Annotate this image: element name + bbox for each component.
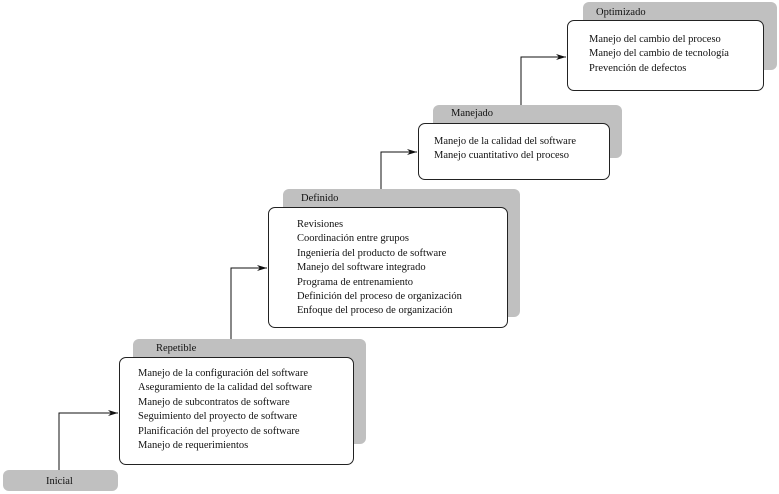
arrow-inicial-to-repetible bbox=[58, 410, 118, 470]
kpa-item: Enfoque del proceso de organización bbox=[297, 305, 453, 317]
kpa-item: Manejo del cambio de tecnología bbox=[589, 48, 729, 60]
level-definido-title: Definido bbox=[301, 193, 339, 204]
kpa-item: Manejo del software integrado bbox=[297, 262, 426, 274]
kpa-item: Programa de entrenamiento bbox=[297, 276, 414, 288]
kpa-item: Seguimiento del proyecto de software bbox=[138, 411, 298, 423]
kpa-item: Aseguramiento de la calidad del software bbox=[138, 382, 313, 394]
level-definido-box bbox=[268, 207, 508, 328]
kpa-item: Manejo del cambio del proceso bbox=[589, 34, 721, 45]
kpa-item: Manejo de la calidad del software bbox=[434, 136, 576, 147]
kpa-item: Manejo de requerimientos bbox=[138, 439, 249, 451]
kpa-item: Manejo de subcontratos de software bbox=[138, 396, 290, 408]
arrow-definido-to-manejado bbox=[380, 149, 417, 207]
level-optimizado-title: Optimizado bbox=[596, 7, 646, 18]
arrow-repetible-to-definido bbox=[230, 265, 267, 357]
level-repetible-items: Manejo de la configuración del software … bbox=[138, 367, 312, 453]
kpa-item: Manejo cuantitativo del proceso bbox=[434, 150, 569, 162]
level-repetible-box bbox=[119, 357, 354, 465]
level-definido-items: Revisiones Coordinación entre grupos Ing… bbox=[297, 218, 462, 319]
level-optimizado-box bbox=[567, 20, 764, 91]
kpa-item: Ingeniería del producto de software bbox=[297, 247, 447, 259]
level-manejado-title: Manejado bbox=[451, 108, 493, 119]
kpa-item: Manejo de la configuración del software bbox=[138, 368, 308, 379]
level-manejado-items: Manejo de la calidad del software Manejo… bbox=[434, 135, 576, 164]
kpa-item: Definición del proceso de organización bbox=[297, 290, 462, 302]
level-manejado-box bbox=[418, 123, 610, 180]
level-repetible-title: Repetible bbox=[156, 343, 197, 354]
kpa-item: Coordinación entre grupos bbox=[297, 233, 409, 245]
kpa-item: Prevención de defectos bbox=[589, 62, 687, 74]
level-optimizado-items: Manejo del cambio del proceso Manejo del… bbox=[589, 33, 729, 76]
kpa-item: Revisiones bbox=[297, 219, 344, 230]
level-inicial bbox=[3, 470, 118, 491]
arrow-manejado-to-optimizado bbox=[520, 54, 566, 123]
kpa-item: Planificación del proyecto de software bbox=[138, 425, 300, 437]
level-inicial-title: Inicial bbox=[46, 476, 73, 487]
